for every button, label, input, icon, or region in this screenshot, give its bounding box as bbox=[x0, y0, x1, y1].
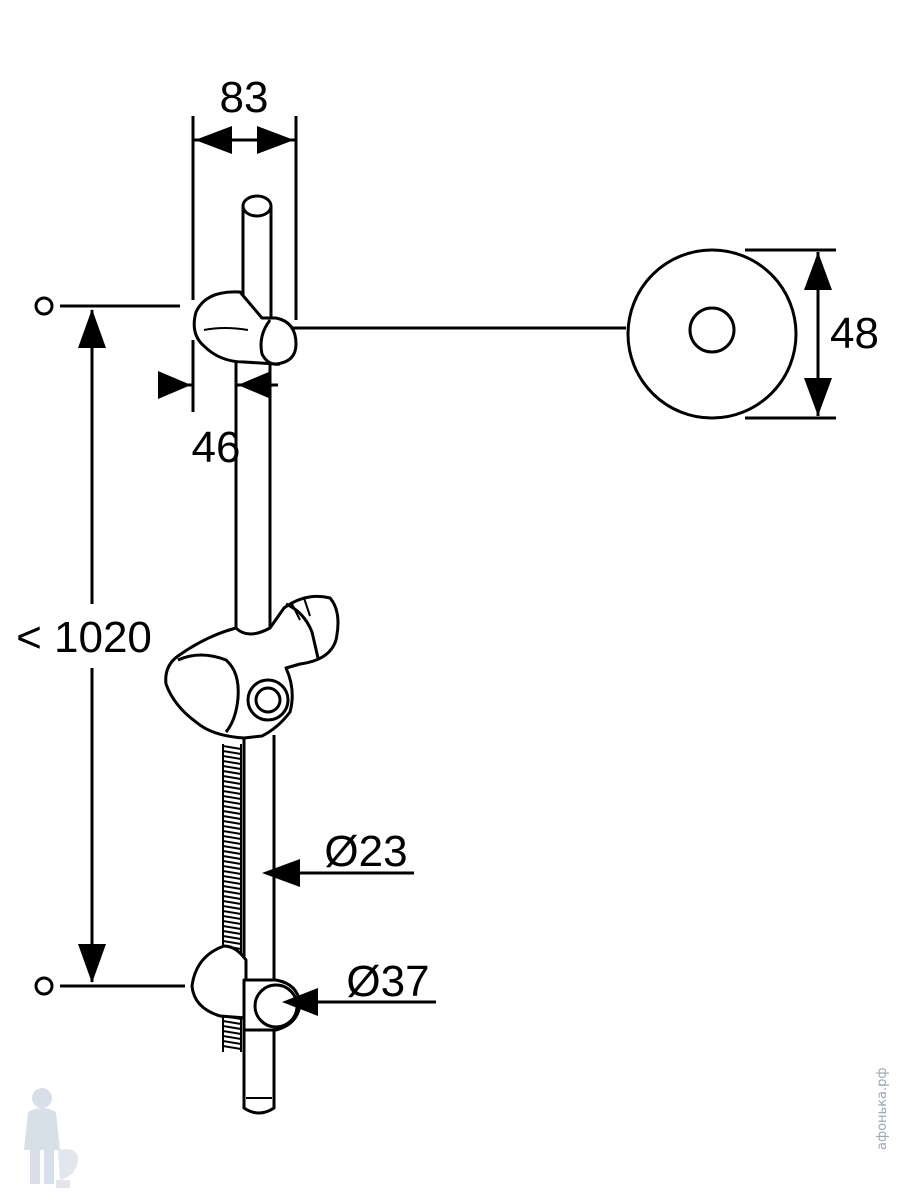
top-wall-holder bbox=[192, 290, 298, 366]
dim-label-d37: Ø37 bbox=[346, 957, 429, 1006]
slide-rail bbox=[234, 194, 276, 1115]
dimension-d37: Ø37 bbox=[282, 957, 436, 1016]
dim-label-83: 83 bbox=[220, 73, 269, 122]
dim-label-46: 46 bbox=[192, 423, 241, 472]
bottom-wall-holder bbox=[190, 944, 302, 1032]
wall-mount-symbol-bottom bbox=[34, 976, 54, 996]
watermark-text: афонька.рф bbox=[875, 1067, 890, 1150]
rosette-side-view bbox=[200, 248, 798, 420]
dim-label-48: 48 bbox=[830, 309, 879, 358]
dimension-48: 48 bbox=[745, 248, 879, 420]
wall-mount-symbol-top bbox=[34, 296, 54, 316]
dimension-83: 83 bbox=[191, 73, 298, 320]
dim-label-1020: < 1020 bbox=[16, 613, 152, 662]
dim-label-d23: Ø23 bbox=[324, 827, 407, 876]
plumber-mascot-icon bbox=[24, 1088, 78, 1188]
slider-holder bbox=[164, 594, 340, 740]
dimension-46: 46 bbox=[158, 340, 278, 472]
dimension-d23: Ø23 bbox=[262, 827, 414, 887]
dimension-1020: < 1020 bbox=[16, 296, 185, 996]
